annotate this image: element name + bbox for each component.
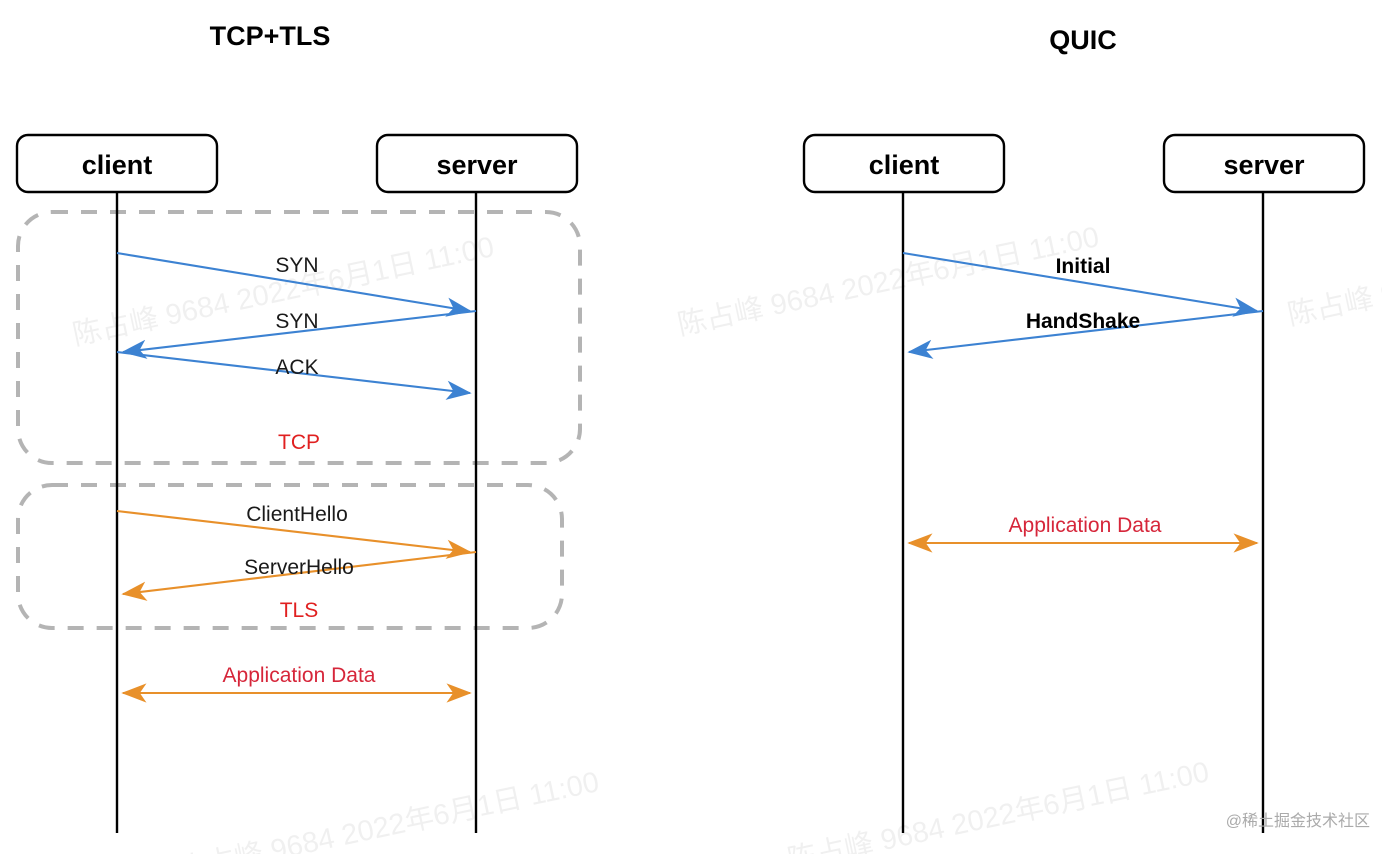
actor-label-client: client bbox=[869, 150, 940, 180]
message-arrow-syn-2 bbox=[121, 309, 477, 359]
panel-title-tcp-tls: TCP+TLS bbox=[210, 21, 331, 51]
actor-box-server[interactable] bbox=[1162, 133, 1366, 194]
watermark-diagonal: 陈占峰 9684 2022年6月1日 11:00 bbox=[175, 765, 602, 854]
message-arrow-initial bbox=[902, 251, 1259, 317]
panel-quic: QUIC client server Initial HandShake App… bbox=[802, 25, 1366, 833]
panel-tcp-tls: TCP+TLS client server SYN SYN ACK TCP Cl… bbox=[15, 21, 582, 833]
message-label-handshake: HandShake bbox=[1026, 310, 1140, 333]
group-box-tls bbox=[16, 483, 564, 630]
message-label-serverhello: ServerHello bbox=[244, 556, 354, 579]
message-label-syn-2: SYN bbox=[275, 310, 318, 333]
message-arrow-ack bbox=[116, 350, 472, 400]
watermark-corner: @稀土掘金技术社区 bbox=[1226, 812, 1370, 830]
message-label-ack: ACK bbox=[275, 356, 318, 379]
watermark-layer: 陈占峰 9684 2022年6月1日 11:00 陈占峰 9684 2022年6… bbox=[70, 210, 1382, 854]
message-arrow-clienthello bbox=[116, 509, 472, 559]
actor-label-server: server bbox=[1223, 150, 1305, 180]
message-arrow-handshake bbox=[907, 309, 1264, 359]
message-arrow-serverhello bbox=[121, 550, 477, 601]
message-label-syn-1: SYN bbox=[275, 254, 318, 277]
group-label-tls: TLS bbox=[280, 599, 319, 622]
panel-title-quic: QUIC bbox=[1049, 25, 1117, 55]
group-box-tcp bbox=[16, 210, 582, 465]
message-label-application-data: Application Data bbox=[1009, 514, 1162, 537]
message-label-initial: Initial bbox=[1056, 255, 1111, 278]
message-label-application-data: Application Data bbox=[223, 664, 376, 687]
group-label-tcp: TCP bbox=[278, 431, 320, 454]
actor-label-client: client bbox=[82, 150, 153, 180]
actor-box-server[interactable] bbox=[375, 133, 579, 194]
actor-box-client[interactable] bbox=[15, 133, 219, 194]
message-label-clienthello: ClientHello bbox=[246, 503, 348, 526]
watermark-diagonal: 陈占峰 9684 2022年6月1日 11:00 bbox=[1285, 210, 1382, 332]
watermark-diagonal: 陈占峰 9684 2022年6月1日 11:00 bbox=[785, 755, 1212, 854]
message-arrow-syn-1 bbox=[116, 251, 472, 317]
actor-label-server: server bbox=[436, 150, 518, 180]
actor-box-client[interactable] bbox=[802, 133, 1006, 194]
